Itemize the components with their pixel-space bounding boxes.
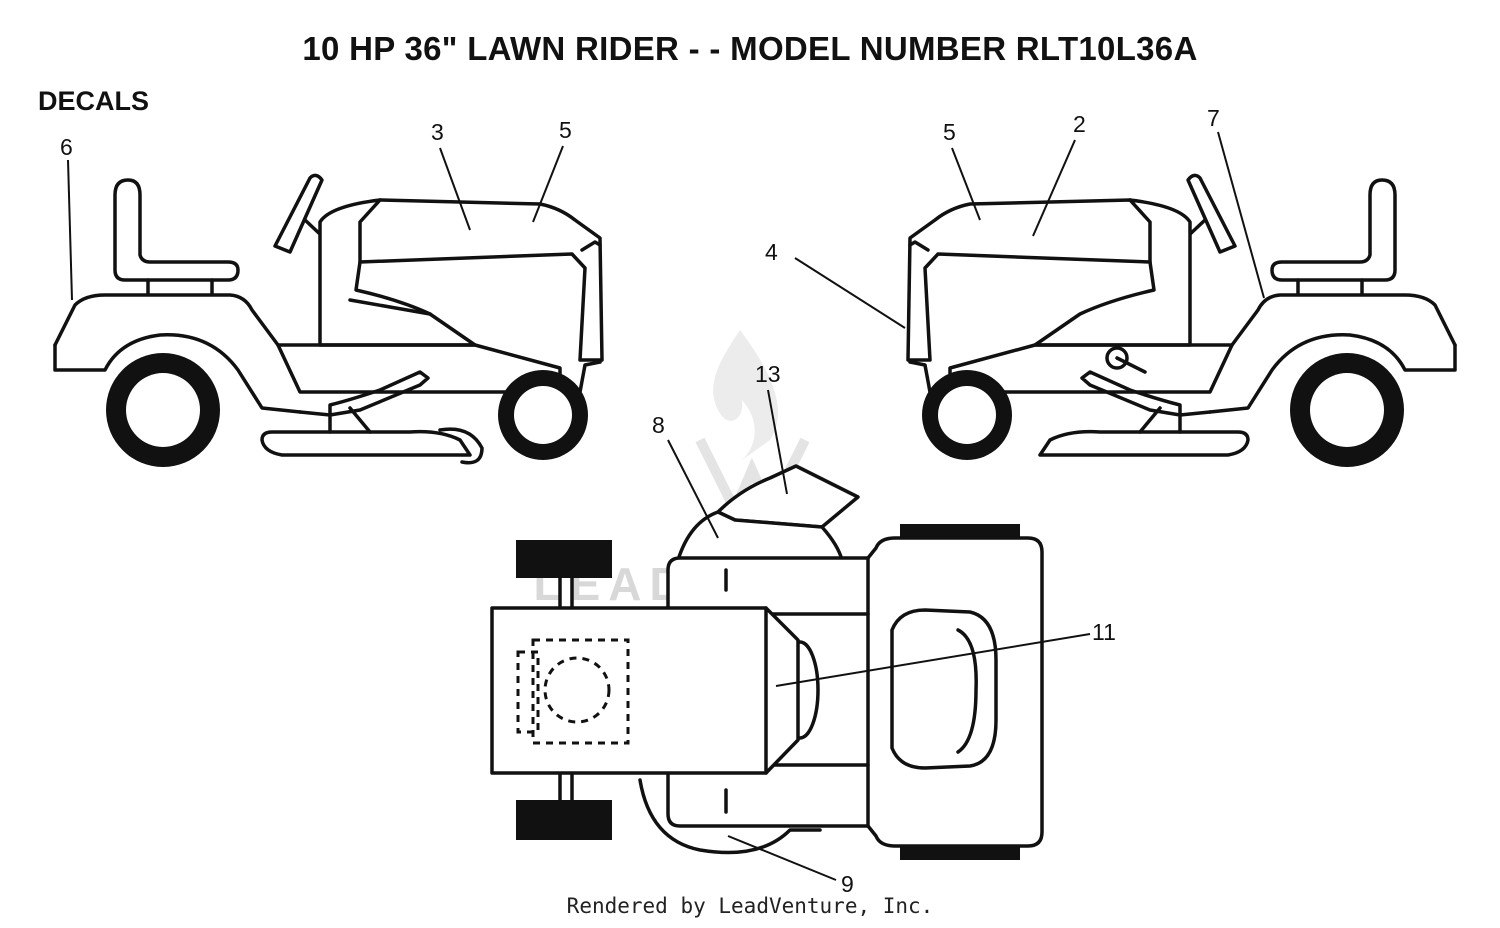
hood-lower-line [348, 298, 432, 316]
hood-crease [358, 198, 382, 264]
diagram-title: 10 HP 36" LAWN RIDER - - MODEL NUMBER RL… [302, 30, 1198, 67]
leader-5-right [951, 147, 981, 221]
seat [113, 178, 240, 282]
hood [318, 198, 604, 362]
front-wheel-hub [514, 386, 572, 444]
rear-wheel-hub [126, 373, 200, 447]
callout-2: 2 [1073, 111, 1086, 137]
deck-pedal [1080, 370, 1212, 434]
leader-13 [767, 389, 788, 495]
engine-flywheel [543, 656, 611, 724]
callout-6: 6 [60, 134, 73, 160]
top-view [490, 464, 1044, 860]
hood-crease [1128, 198, 1152, 264]
leader-9 [727, 835, 837, 881]
front-tire-left [516, 540, 612, 578]
rear-tire-left [900, 524, 1020, 538]
rear-fender [53, 293, 602, 394]
callout-3: 3 [431, 119, 444, 145]
fender-lower-edge [53, 333, 302, 414]
deck-pedal [298, 370, 430, 434]
shift-lever [1115, 356, 1147, 374]
callout-5-left: 5 [559, 117, 572, 143]
engine-outline [531, 638, 630, 745]
callout-9: 9 [841, 871, 854, 897]
hood [906, 198, 1192, 362]
leader-3 [439, 147, 471, 231]
deck-top [676, 510, 844, 562]
mower-deck [260, 429, 472, 457]
deck-bottom-edge [638, 778, 822, 855]
rear-wheel-hub [1310, 373, 1384, 447]
steering-wheel [273, 173, 324, 254]
engine-side [516, 650, 540, 734]
watermark-flame-icon [713, 330, 779, 460]
rear-tire-right [900, 846, 1020, 860]
footer-credit: Rendered by LeadVenture, Inc. [566, 894, 934, 918]
callout-5-right: 5 [943, 119, 956, 145]
deck-chute [438, 427, 484, 465]
rear-fender [908, 293, 1457, 394]
callout-8: 8 [652, 412, 665, 438]
leader-2 [1032, 139, 1076, 237]
seat-top [890, 608, 998, 770]
callout-labels: 6 3 5 5 2 7 4 8 13 11 9 [60, 105, 1220, 897]
leader-6 [67, 159, 73, 301]
left-side-view [53, 173, 604, 467]
leader-11 [775, 633, 1091, 687]
headlight [580, 240, 602, 252]
leader-7 [1217, 131, 1265, 299]
dash-outline [768, 612, 870, 767]
leader-5-left [532, 145, 564, 223]
callout-11: 11 [1092, 619, 1116, 645]
front-tire-right [516, 800, 612, 840]
fender-lower-edge [1208, 333, 1457, 414]
callout-13: 13 [755, 361, 781, 387]
leader-lines [67, 131, 1265, 881]
front-wheel-hub [938, 386, 996, 444]
front-axle [558, 576, 574, 802]
seat-back-edge [956, 628, 978, 754]
right-side-view [906, 173, 1457, 467]
leader-4 [794, 257, 906, 329]
section-label: DECALS [38, 86, 150, 116]
leader-8 [667, 439, 719, 539]
seat [1270, 178, 1397, 282]
discharge-chute [716, 464, 860, 529]
mower-deck [1038, 429, 1250, 457]
headlight [908, 240, 930, 252]
callout-7: 7 [1207, 105, 1220, 131]
callout-4: 4 [765, 239, 778, 265]
steering-wheel [1186, 173, 1237, 254]
